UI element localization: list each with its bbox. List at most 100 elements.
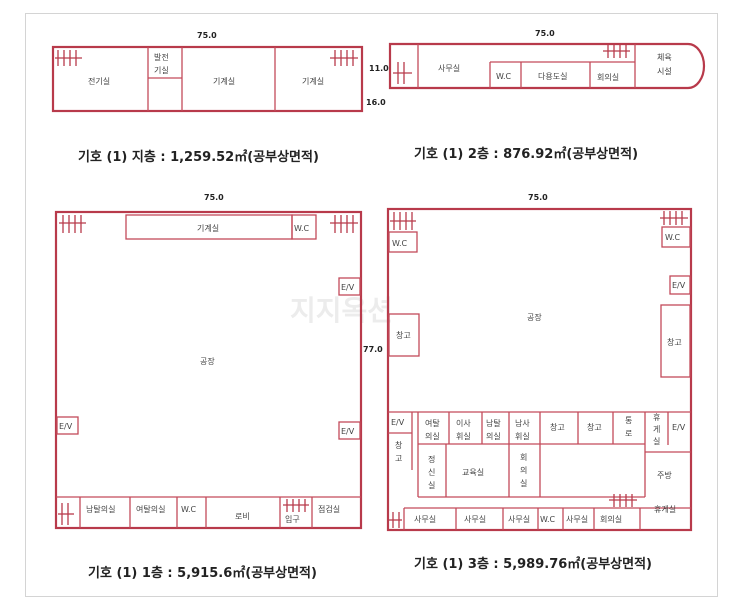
room-office-c: 사무실 [508,514,530,524]
third-wc-top-right-box [661,226,691,248]
room-exec-room-2: 휘실 [515,431,530,441]
room-wc-top: W.C [294,224,310,233]
second-depth-label: 11.0 [369,64,389,73]
basement-width-label: 75.0 [197,31,217,40]
room-wc-top-right: W.C [665,233,681,242]
room-lounge-bottom: 휴게실 [654,504,676,514]
third-wc-top-left-box [388,231,418,253]
room-electric: 전기실 [88,76,110,86]
room-storage-right: 창고 [667,338,682,347]
plan-first: 75.0 기계실 W.C 공장 E/V [54,193,363,581]
room-locker-f: 여탈의실 [136,504,165,514]
room-entrance: 입구 [285,515,300,524]
basement-depth-label: 16.0 [366,98,386,107]
room-office-a: 사무실 [414,514,436,524]
third-stair-bottom-left [389,512,402,528]
room-wc: W.C [496,72,512,81]
basement-outline [51,45,364,113]
room-storage-b: 창고 [587,423,602,432]
room-ev-left: E/V [391,418,405,427]
room-locker-m-1: 남탈 [486,418,501,428]
room-gym-1: 체육 [657,52,672,62]
room-kitchen: 주방 [657,470,672,480]
first-wc-top-box [291,214,317,240]
first-stair-top-left [59,215,86,233]
second-caption: 기호 (1) 2층 : 876.92㎡(공부상면적) [414,146,638,162]
room-factory: 공장 [527,312,542,322]
room-storage-small-2: 고 [395,454,402,463]
room-ev-left: E/V [59,422,73,431]
room-office-b: 사무실 [464,514,486,524]
basement-caption: 기호 (1) 지층 : 1,259.52㎡(공부상면적) [78,149,319,165]
room-hall-1: 통 [625,416,632,425]
plan-basement: 75.0 전기실 발전 기실 기계실 기계실 16.0 기호 (1) 지층 : … [51,31,386,165]
plan-third: 75.0 77.0 [363,193,693,572]
room-storage-a: 창고 [550,423,565,432]
third-caption: 기호 (1) 3층 : 5,989.76㎡(공부상면적) [414,556,652,572]
room-machine: 기계실 [197,223,219,233]
room-storage-small-1: 창 [395,441,403,450]
room-mental-1: 정 [428,454,435,464]
room-mental-3: 실 [428,480,435,490]
third-storage-right-box [660,304,691,378]
second-stair-left [393,62,412,84]
first-stair-bottom-left [58,503,74,525]
first-width-label: 75.0 [204,193,224,202]
second-width-label: 75.0 [535,29,555,38]
room-office: 사무실 [438,63,460,73]
third-stair-bottom-right [609,494,637,507]
room-locker-mf: 남탈의실 [86,504,115,514]
room-mental-2: 신 [428,468,435,477]
first-stair-top-right [330,215,358,233]
room-education: 교육실 [462,467,484,477]
room-meeting-v-2: 의 [520,465,527,475]
first-ev-right-bottom-box [338,421,361,440]
second-stair-top [603,45,630,58]
third-depth-label: 77.0 [363,345,383,354]
room-exec-room-1: 남사 [515,419,530,428]
room-lobby: 로비 [235,512,250,521]
room-meeting: 회의실 [597,72,619,82]
room-meeting-v-1: 회 [520,453,527,462]
plan-second: 75.0 11.0 사무실 W.C 다용도실 회의실 체육 시설 기호 (1) … [369,29,706,162]
room-factory: 공장 [200,356,215,366]
room-generator-1: 발전 [154,52,169,62]
room-machine-b: 기계실 [302,76,324,86]
room-health: 점검실 [318,504,340,514]
room-machine-a: 기계실 [213,76,235,86]
basement-stair-right [330,50,358,66]
room-locker-f-2: 의실 [425,431,440,441]
room-meeting-v-3: 실 [520,478,527,488]
third-stair-top-left [390,212,416,230]
room-locker-f-1: 여탈 [425,418,440,428]
watermark: 지지옥션 [290,294,393,327]
third-storage-left-box [388,313,420,357]
room-multipurpose: 다용도실 [538,71,567,81]
first-stair-bottom-right [283,499,309,512]
room-ev-top-right: E/V [672,281,686,290]
room-lounge-2: 게 [653,424,660,434]
first-ev-right-top-box [338,277,361,296]
room-lounge-3: 실 [653,436,660,446]
room-ev-right-bottom: E/V [341,427,355,436]
room-ev-right: E/V [672,423,686,432]
third-width-label: 75.0 [528,193,548,202]
room-hall-2: 로 [625,429,632,438]
room-exec-locker-1: 이사 [456,418,471,428]
room-storage-left: 창고 [396,331,411,340]
third-outline [386,207,693,532]
room-exec-locker-2: 휘실 [456,431,471,441]
third-stair-top-right [660,211,688,225]
room-office-d: 사무실 [566,514,588,524]
first-caption: 기호 (1) 1층 : 5,915.6㎡(공부상면적) [88,565,317,581]
first-ev-left-box [56,416,79,435]
room-wc-top-left: W.C [392,239,408,248]
room-lounge-1: 휴 [653,413,660,422]
room-generator-2: 기실 [154,65,169,75]
room-gym-2: 시설 [657,66,672,76]
basement-stair-left [55,50,82,66]
room-ev-right-top: E/V [341,283,355,292]
room-locker-m-2: 의실 [486,431,501,441]
room-wc-bottom: W.C [540,515,556,524]
